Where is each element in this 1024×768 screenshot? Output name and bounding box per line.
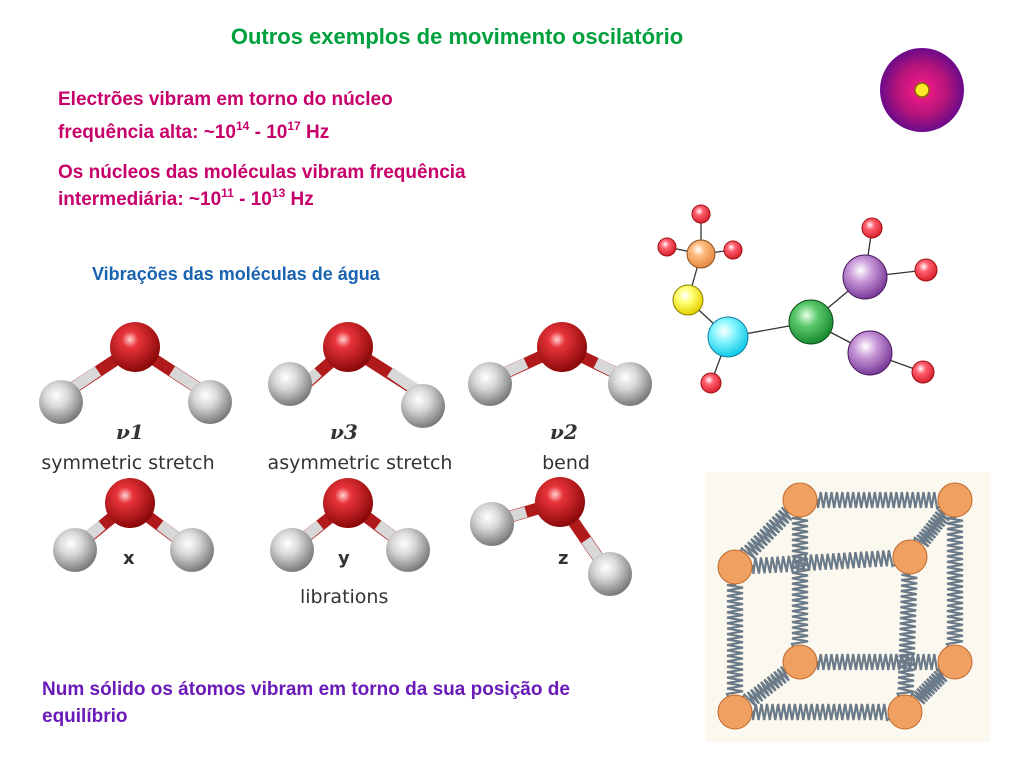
libration-z-label: z: [558, 548, 569, 569]
solid-text: Num sólido os átomos vibram em torno da …: [42, 679, 570, 727]
spring: [903, 661, 956, 713]
mode-v3-sub: 3: [343, 420, 358, 444]
nuclei-unit: Hz: [285, 189, 314, 210]
water-molecule-v2: [468, 322, 652, 406]
water-molecule-v3: [268, 322, 445, 428]
libration-y-label: y: [338, 548, 350, 569]
nuclei-exp2: 13: [271, 185, 286, 200]
water-molecule-x: [53, 478, 214, 572]
electrons-frequency: frequência alta: ~1014 - 1017 Hz: [58, 118, 330, 144]
nuclei-mid: - 10: [233, 189, 272, 210]
lattice-atom: [937, 644, 973, 680]
electrons-unit: Hz: [300, 122, 330, 143]
electrons-mid: - 10: [249, 122, 288, 143]
mode-v1-symbol: ν1: [116, 420, 144, 444]
water-molecule-z: [470, 477, 632, 596]
mode-v3-label: asymmetric stretch: [267, 452, 453, 474]
mode-v2-nu: ν: [550, 420, 564, 444]
mode-v3-nu: ν: [330, 420, 344, 444]
nuclei-text: Os núcleos das moléculas vibram frequênc…: [58, 162, 466, 183]
nuclei-freq-prefix: intermediária: ~10: [58, 189, 222, 210]
electrons-freq-prefix: frequência alta: ~10: [58, 122, 236, 143]
electrons-exp1: 14: [235, 118, 250, 133]
electrons-text: Electrões vibram em torno do núcleo: [58, 89, 393, 110]
spring: [735, 703, 906, 722]
mode-v1-label: symmetric stretch: [41, 452, 215, 474]
librations-label: librations: [300, 586, 389, 608]
atom-illustration: [880, 48, 964, 132]
spring: [896, 556, 918, 713]
spring: [790, 500, 809, 663]
spring: [725, 567, 744, 713]
electrons-exp2: 17: [287, 118, 301, 133]
water-molecules-figure: [39, 322, 652, 596]
lattice-atom: [887, 694, 923, 730]
water-molecule-y: [270, 478, 430, 572]
mode-v3-symbol: ν3: [330, 420, 358, 444]
spring: [800, 653, 956, 672]
lattice-atom: [782, 644, 818, 680]
lattice-atom: [937, 482, 973, 518]
mode-v2-label: bend: [542, 452, 590, 474]
spring: [734, 661, 801, 713]
water-molecule-v1: [39, 322, 232, 424]
lattice-atom: [717, 694, 753, 730]
lattice-atom: [717, 549, 753, 585]
nuclei-exp1: 11: [221, 185, 234, 200]
molecule-diagram: [657, 204, 938, 394]
nuclei-frequency: intermediária: ~1011 - 1013 Hz: [58, 185, 314, 211]
spring: [800, 491, 956, 510]
water-vibrations-title: Vibrações das moléculas de água: [92, 264, 380, 284]
mode-v1-nu: ν: [116, 420, 130, 444]
lattice-atom: [782, 482, 818, 518]
mode-v2-sub: 2: [563, 420, 578, 444]
libration-x-label: x: [123, 548, 135, 569]
lattice-atom: [892, 539, 928, 575]
spring: [908, 499, 956, 558]
mode-v1-sub: 1: [129, 420, 144, 444]
page-title: Outros exemplos de movimento oscilatório: [230, 24, 684, 49]
nucleus: [914, 82, 930, 98]
spring: [734, 549, 911, 575]
spring-lattice-figure: [705, 472, 990, 742]
spring: [945, 500, 964, 663]
spring: [733, 499, 801, 568]
mode-v2-symbol: ν2: [550, 420, 578, 444]
